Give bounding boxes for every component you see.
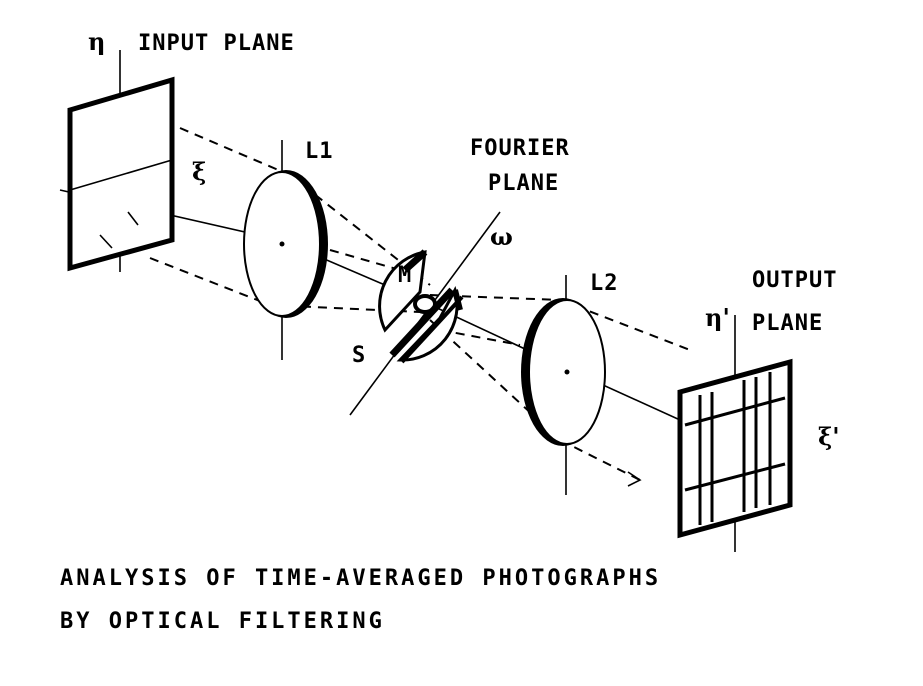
- output-axis-label: η': [705, 303, 730, 332]
- lens-l1: [243, 140, 328, 360]
- mask-label: M: [398, 263, 412, 288]
- input-axis-label: η: [88, 27, 105, 56]
- lens-l1-label: L1: [305, 139, 334, 164]
- caption-line1: ANALYSIS OF TIME-AVERAGED PHOTOGRAPHS: [60, 566, 661, 591]
- input-plane: [67, 50, 175, 272]
- lens-l2-label: L2: [590, 271, 619, 296]
- fourier-plane: [349, 211, 501, 416]
- input-plane-label: INPUT PLANE: [138, 31, 295, 56]
- input-xi-label: ξ: [192, 157, 206, 186]
- output-plane-label-line1: OUTPUT: [752, 268, 837, 293]
- lens-l2: [521, 275, 606, 495]
- fourier-plane-label-line2: PLANE: [488, 171, 559, 196]
- output-xi-label: ξ': [818, 422, 840, 451]
- output-fringe-pattern: [684, 372, 786, 525]
- slit-label: S: [352, 343, 366, 368]
- omega-label: ω: [490, 222, 513, 251]
- output-plane-label-line2: PLANE: [752, 311, 823, 336]
- output-plane: [677, 315, 793, 552]
- caption-line2: BY OPTICAL FILTERING: [60, 609, 385, 634]
- fourier-plane-label-line1: FOURIER: [470, 136, 570, 161]
